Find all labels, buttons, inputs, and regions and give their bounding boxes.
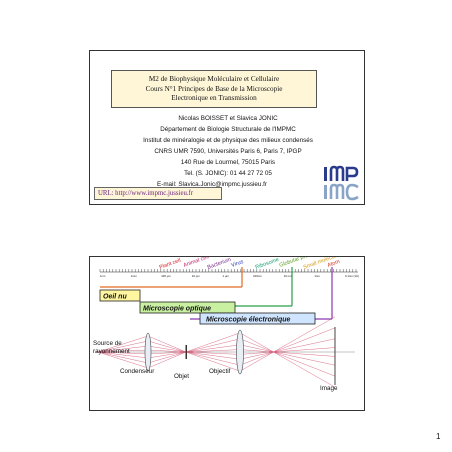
scale-tick-label: 1cm bbox=[100, 274, 106, 278]
scale-diagram: 1cm 1mm 100 µm 10 µm 1 µm 100nm 10 nm 1nm 0.1nm … bbox=[95, 257, 359, 388]
scale-tick-label: 100 µm bbox=[161, 274, 171, 278]
course-title-box: M2 de Biophysique Moléculaire et Cellula… bbox=[111, 70, 320, 111]
department-text: Département de Biologie Structurale de l… bbox=[160, 126, 296, 133]
institute-text: Institut de minéralogie et de physique d… bbox=[143, 137, 313, 144]
electron-label-box bbox=[199, 312, 316, 325]
scale-tick-label: 0.1nm (1Å) bbox=[345, 273, 359, 278]
image-label: Image bbox=[320, 385, 338, 392]
scale-object-label: Ribosome bbox=[255, 257, 280, 271]
scale-tick-label: 10 µm bbox=[192, 274, 200, 278]
electron-label: Microscopie électronique bbox=[206, 316, 291, 323]
scale-tick-label: 100nm bbox=[253, 274, 262, 278]
condenser-lens bbox=[144, 332, 152, 372]
naked-eye-label: Oeil nu bbox=[103, 293, 127, 300]
scale-tick-labels: 1cm 1mm 100 µm 10 µm 1 µm 100nm 10 nm 1nm 0.1nm … bbox=[100, 273, 359, 278]
impmc-logo bbox=[324, 165, 359, 201]
object-label: Objet bbox=[174, 373, 190, 380]
page-number: 1 bbox=[436, 432, 441, 441]
phone-text: Tel. (S. JONIC): 01 44 27 72 05 bbox=[184, 170, 272, 177]
course-title-line: M2 de Biophysique Moléculaire et Cellula… bbox=[148, 75, 280, 83]
scale-ruler-ticks bbox=[99, 269, 357, 272]
scale-object-label: Animal cell bbox=[183, 257, 210, 269]
scale-tick-label: 1nm bbox=[314, 274, 320, 278]
email-text: E-mail: Slavica.Jonic@impmc.jussieu.fr bbox=[157, 181, 267, 188]
scale-object-label: Bacterium bbox=[207, 257, 233, 271]
scale-object-label: Atom bbox=[327, 259, 342, 269]
title-slide: M2 de Biophysique Moléculaire et Cellula… bbox=[89, 50, 365, 205]
cnrs-text: CNRS UMR 7590, Universités Paris 6, Pari… bbox=[154, 148, 302, 155]
optical-label: Microscopie optique bbox=[143, 305, 211, 312]
naked-eye-label-box bbox=[99, 289, 141, 302]
scale-object-label: Virus bbox=[231, 259, 245, 269]
object-specimen bbox=[185, 345, 187, 359]
scale-object-label: Plant cell bbox=[159, 258, 182, 271]
scale-tick-label: 10 nm bbox=[284, 274, 292, 278]
objective-label: Objectif bbox=[209, 368, 231, 375]
objective-lens bbox=[236, 329, 244, 375]
scale-tick-label: 1mm bbox=[131, 274, 138, 278]
microscopy-scale-slide: 1cm 1mm 100 µm 10 µm 1 µm 100nm 10 nm 1nm 0.1nm … bbox=[89, 256, 365, 411]
source-label: Source de rayonnement bbox=[93, 340, 130, 355]
url-link[interactable]: URL: http://www.impmc.jussieu.fr bbox=[94, 187, 222, 200]
optical-label-box bbox=[139, 301, 236, 314]
course-title-line: Electronique en Transmission bbox=[171, 94, 257, 102]
scale-tick-label: 1 µm bbox=[223, 274, 230, 278]
course-title-line: Cours N°1 Principes de Base de la Micros… bbox=[145, 84, 283, 93]
authors-text: Nicolas BOISSET et Slavica JONIC bbox=[178, 115, 278, 122]
condenser-label: Condenseur bbox=[120, 368, 155, 375]
address-text: 140 Rue de Lourmel, 75015 Paris bbox=[180, 159, 276, 166]
